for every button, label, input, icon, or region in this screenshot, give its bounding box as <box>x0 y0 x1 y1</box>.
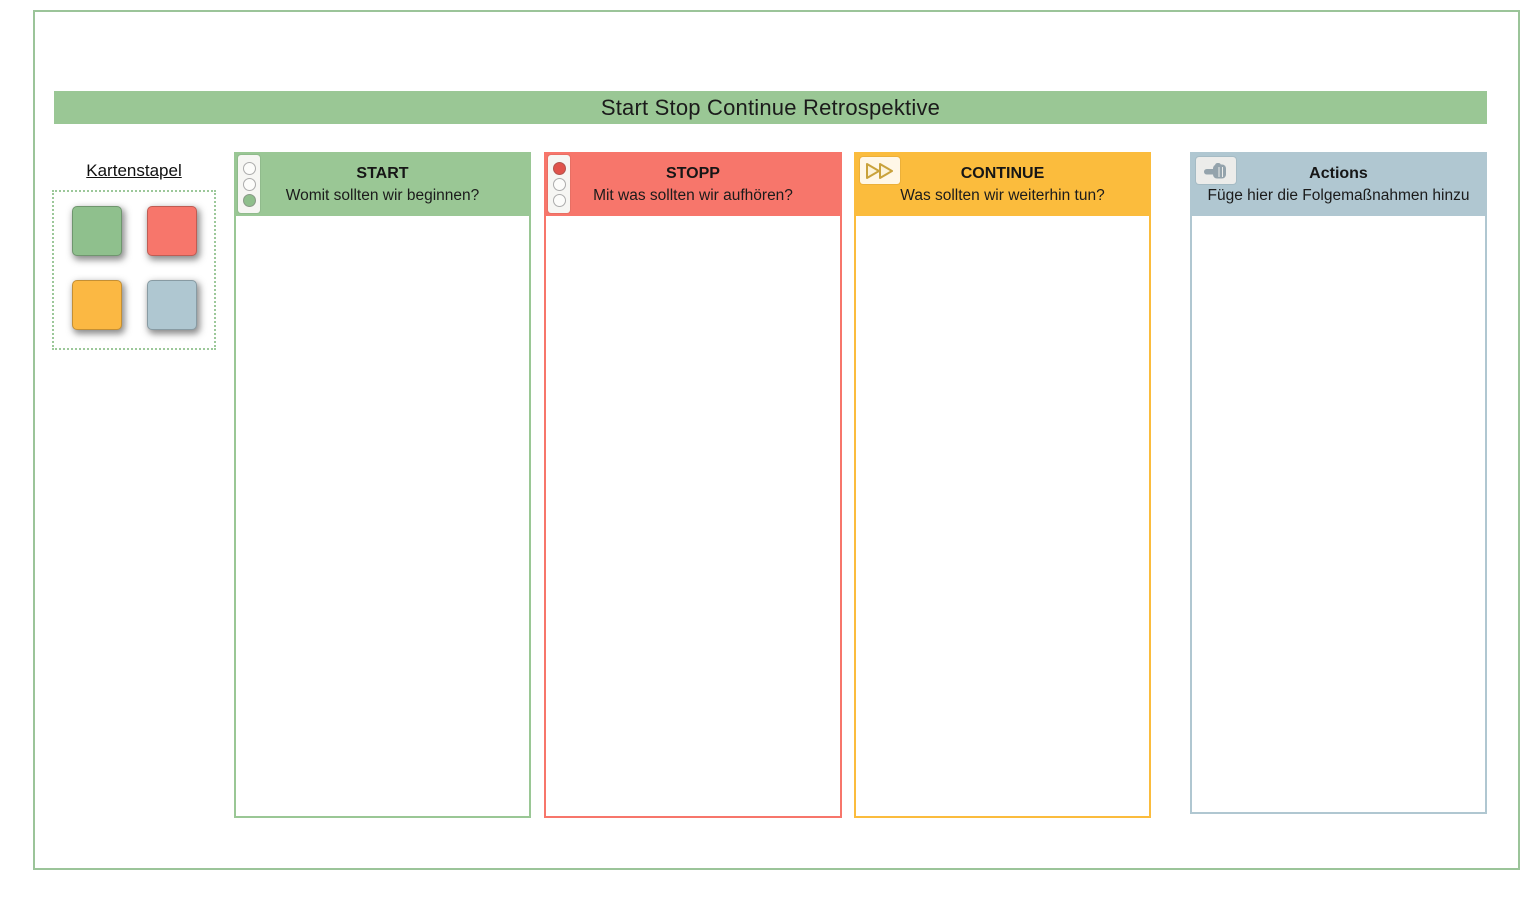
card-stack-label: Kartenstapel <box>86 161 182 180</box>
board-title: Start Stop Continue Retrospektive <box>600 94 941 120</box>
column-start-subtitle: Womit sollten wir beginnen? <box>285 187 480 204</box>
card-stack-green[interactable] <box>72 206 122 256</box>
column-actions-body[interactable] <box>1190 216 1487 814</box>
column-stopp-subtitle: Mit was sollten wir aufhören? <box>593 187 793 204</box>
card-stack-red[interactable] <box>147 206 197 256</box>
traffic-light-dot-off <box>552 177 566 191</box>
column-continue-title: CONTINUE <box>960 165 1045 182</box>
column-actions-title: Actions <box>1309 165 1368 182</box>
traffic-light-dot-off <box>552 193 566 207</box>
column-continue: CONTINUE Was sollten wir weiterhin tun? <box>854 152 1151 818</box>
traffic-light-dot-off <box>242 161 256 175</box>
column-stopp-header: STOPP Mit was sollten wir aufhören? <box>544 152 842 216</box>
pointing-hand-icon <box>1196 157 1236 184</box>
column-start-header: START Womit sollten wir beginnen? <box>234 152 531 216</box>
traffic-light-red-icon <box>548 155 570 213</box>
traffic-light-dot-off <box>242 177 256 191</box>
traffic-light-dot-red <box>552 161 566 175</box>
column-continue-body[interactable] <box>854 216 1151 818</box>
column-start: START Womit sollten wir beginnen? <box>234 152 531 818</box>
fast-forward-icon <box>860 157 900 184</box>
card-stack-panel <box>52 190 216 350</box>
column-stopp-title: STOPP <box>666 165 720 182</box>
column-stopp: STOPP Mit was sollten wir aufhören? <box>544 152 842 818</box>
column-continue-header: CONTINUE Was sollten wir weiterhin tun? <box>854 152 1151 216</box>
board-title-bar: Start Stop Continue Retrospektive <box>54 91 1487 124</box>
traffic-light-green-icon <box>238 155 260 213</box>
column-stopp-body[interactable] <box>544 216 842 818</box>
column-actions: Actions Füge hier die Folgemaßnahmen hin… <box>1190 152 1487 814</box>
column-start-body[interactable] <box>234 216 531 818</box>
column-actions-header: Actions Füge hier die Folgemaßnahmen hin… <box>1190 152 1487 216</box>
column-start-title: START <box>356 165 409 182</box>
column-actions-subtitle: Füge hier die Folgemaßnahmen hinzu <box>1207 187 1470 204</box>
card-stack-blue[interactable] <box>147 280 197 330</box>
column-continue-subtitle: Was sollten wir weiterhin tun? <box>900 187 1105 204</box>
card-stack-yellow[interactable] <box>72 280 122 330</box>
traffic-light-dot-green <box>242 193 256 207</box>
